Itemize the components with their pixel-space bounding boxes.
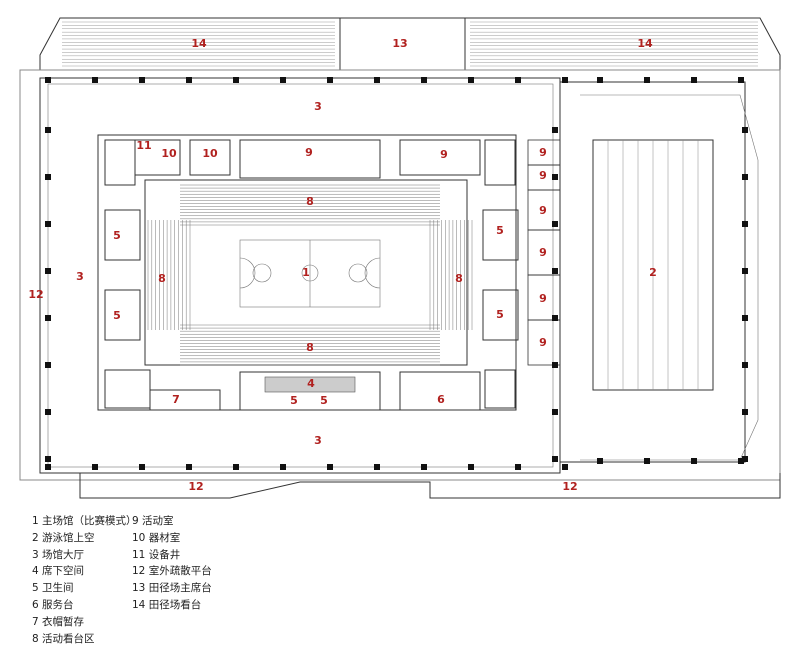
stand-top bbox=[180, 184, 440, 226]
label-wc-r1: 5 bbox=[496, 224, 504, 237]
legend-item: 14 田径场看台 bbox=[132, 598, 202, 611]
label-pool: 2 bbox=[649, 266, 657, 279]
legend-item: 11 设备井 bbox=[132, 548, 181, 561]
stand-right bbox=[429, 220, 473, 330]
label-stand-right: 8 bbox=[455, 272, 463, 285]
label-platform-bottom-2: 12 bbox=[562, 480, 577, 493]
label-wc-l1: 5 bbox=[113, 229, 121, 242]
stand-left bbox=[147, 220, 191, 330]
legend-item: 10 器材室 bbox=[132, 531, 181, 544]
legend-item: 3 场馆大厅 bbox=[32, 548, 85, 561]
label-wc-b2: 5 bbox=[320, 394, 328, 407]
legend-col-2: 9 活动室 10 器材室 11 设备井 12 室外疏散平台 13 田径场主席台 … bbox=[132, 513, 212, 614]
label-track-stand-r: 14 bbox=[637, 37, 653, 50]
label-stand-left: 8 bbox=[158, 272, 166, 285]
label-lobby-bottom: 3 bbox=[314, 434, 322, 447]
label-wc-l2: 5 bbox=[113, 309, 121, 322]
stand-bottom bbox=[180, 324, 440, 366]
label-store-1: 10 bbox=[161, 147, 177, 160]
label-store-2: 10 bbox=[202, 147, 218, 160]
label-activity-col-1: 9 bbox=[539, 146, 547, 159]
label-wc-b1: 5 bbox=[290, 394, 298, 407]
building-outline-west bbox=[39, 77, 561, 474]
legend-item: 7 衣帽暂存 bbox=[32, 615, 85, 628]
label-under-seat: 4 bbox=[307, 377, 315, 390]
label-lobby-top: 3 bbox=[314, 100, 322, 113]
platform-bottom-left bbox=[79, 473, 781, 499]
label-service: 6 bbox=[437, 393, 445, 406]
label-cloak: 7 bbox=[172, 393, 180, 406]
legend-item: 12 室外疏散平台 bbox=[132, 565, 212, 578]
label-stand-bottom: 8 bbox=[306, 341, 314, 354]
legend-item: 6 服务台 bbox=[32, 598, 74, 611]
legend-col-1: 1 主场馆（比赛模式） 2 游泳馆上空 3 场馆大厅 4 席下空间 5 卫生间 … bbox=[32, 513, 137, 647]
legend-item: 4 席下空间 bbox=[32, 565, 85, 578]
label-activity-col-5: 9 bbox=[539, 292, 547, 305]
label-activity-col-4: 9 bbox=[539, 246, 547, 259]
legend-item: 9 活动室 bbox=[132, 515, 174, 527]
track-grandstand-left bbox=[39, 17, 341, 71]
label-activity-top2: 9 bbox=[440, 148, 448, 161]
label-activity-col-6: 9 bbox=[539, 336, 547, 349]
label-activity-top1: 9 bbox=[305, 146, 313, 159]
legend-item: 2 游泳馆上空 bbox=[32, 531, 95, 544]
label-wc-r2: 5 bbox=[496, 308, 504, 321]
legend-item: 5 卫生间 bbox=[32, 582, 74, 595]
label-track-stand-l: 14 bbox=[191, 37, 207, 50]
label-platform-left: 12 bbox=[28, 288, 43, 301]
label-shaft: 11 bbox=[136, 139, 151, 152]
track-grandstand-right bbox=[464, 17, 781, 71]
label-main-hall: 1 bbox=[302, 266, 310, 279]
label-activity-col-2: 9 bbox=[539, 169, 547, 182]
label-platform-bottom-1: 12 bbox=[188, 480, 203, 493]
label-activity-col-3: 9 bbox=[539, 204, 547, 217]
floor-plan: 1 2 3 3 3 4 5 5 5 5 5 5 6 7 8 8 8 8 9 9 … bbox=[19, 17, 781, 499]
legend-item: 13 田径场主席台 bbox=[132, 582, 212, 595]
legend-item: 1 主场馆（比赛模式） bbox=[32, 515, 137, 527]
legend-item: 8 活动看台区 bbox=[32, 632, 95, 645]
label-stand-top: 8 bbox=[306, 195, 314, 208]
label-track-main: 13 bbox=[392, 37, 407, 50]
label-lobby-left: 3 bbox=[76, 270, 84, 283]
